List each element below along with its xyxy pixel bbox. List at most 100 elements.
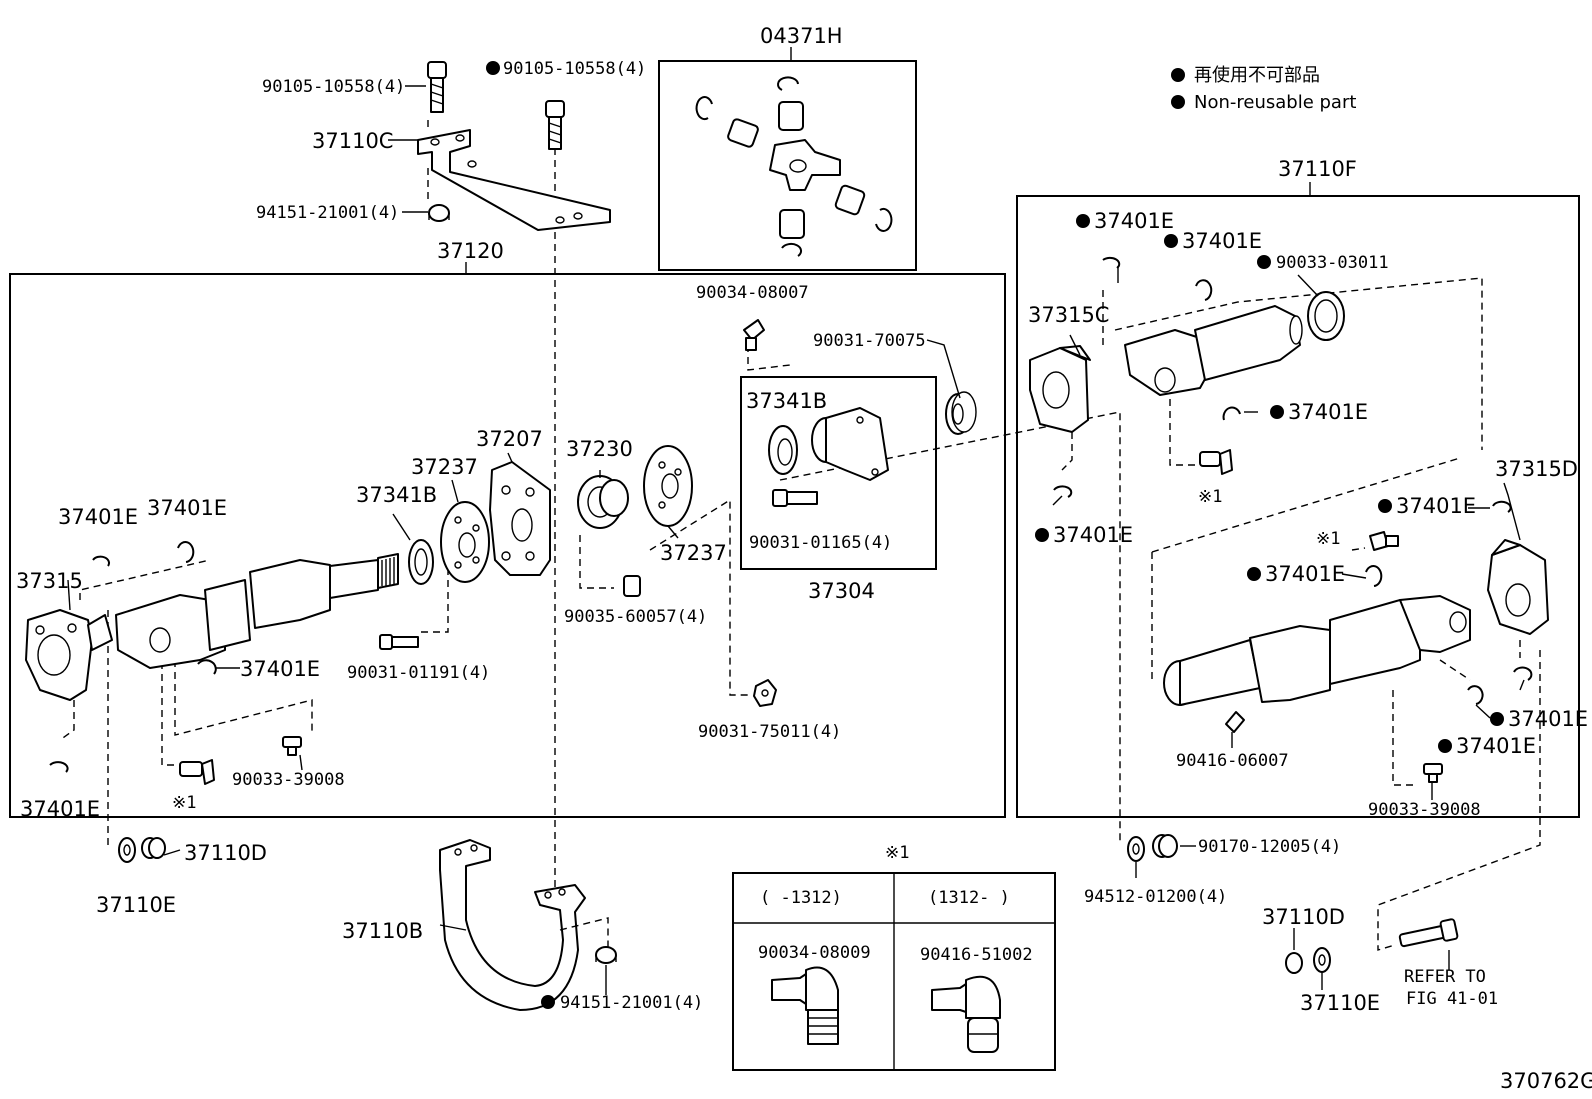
rear-shaft-tube-icon xyxy=(1163,595,1471,706)
flange-icon xyxy=(643,445,693,527)
snap-ring-icon xyxy=(197,659,217,675)
part-label: 37401E xyxy=(1094,209,1174,233)
part-label: 90105-10558(4) xyxy=(503,59,646,79)
part-label: 37401E xyxy=(1182,229,1262,253)
part-label: 90031-01165(4) xyxy=(749,533,892,553)
part-label: 37401E xyxy=(147,496,227,520)
note-col1-range: ( -1312) xyxy=(760,888,842,908)
part-label: 90031-75011(4) xyxy=(698,722,841,742)
snap-ring-icon xyxy=(1492,500,1512,513)
part-label: 90034-08007 xyxy=(696,283,809,303)
bracket-c-icon xyxy=(417,129,611,231)
yoke-flange-left-icon xyxy=(25,609,113,701)
washer-icon xyxy=(1127,836,1145,862)
grease-fitting-icon xyxy=(1225,711,1245,733)
box-label-spider-kit: 04371H xyxy=(760,24,843,48)
grease-fitting-icon xyxy=(743,319,765,351)
legend-english: Non-reusable part xyxy=(1194,92,1356,113)
legend-japanese: 再使用不可部品 xyxy=(1194,65,1320,86)
part-label: 37401E xyxy=(1508,707,1588,731)
part-label: 37230 xyxy=(566,437,633,461)
grommet-icon xyxy=(945,391,977,435)
legend-dot-icon xyxy=(1171,68,1185,82)
part-label: 37401E xyxy=(1265,562,1345,586)
bolt-icon xyxy=(379,634,419,650)
legend-dot-icon xyxy=(1171,95,1185,109)
figure-id: 370762G xyxy=(1500,1069,1592,1093)
spacer-e-icon xyxy=(1313,947,1331,973)
yoke-flange-c-icon xyxy=(1029,345,1091,433)
bolt-icon xyxy=(545,100,565,150)
rear-shaft-icon xyxy=(1124,305,1303,396)
snap-ring-icon xyxy=(92,555,110,567)
refer-text-line2: FIG 41-01 xyxy=(1406,989,1498,1009)
box-label-note: ※1 xyxy=(885,843,909,863)
plug-icon xyxy=(282,736,302,756)
snap-ring-icon xyxy=(1102,256,1121,269)
spider-kit-box xyxy=(658,60,917,271)
part-label: 90033-39008 xyxy=(232,770,345,790)
seal-ring-icon xyxy=(1307,291,1345,341)
refer-text-line1: REFER TO xyxy=(1404,967,1486,987)
note-col2-part: 90416-51002 xyxy=(920,945,1033,965)
part-label: 37401E xyxy=(1053,523,1133,547)
part-label: 37110E xyxy=(96,893,176,917)
part-label: 37237 xyxy=(660,541,727,565)
front-shaft-box xyxy=(9,273,1006,818)
bearing-icon xyxy=(577,475,629,529)
snap-ring-icon xyxy=(177,541,195,563)
snap-ring-icon xyxy=(49,761,69,773)
grease-fitting-icon xyxy=(771,966,839,1045)
grease-fitting-icon xyxy=(1369,531,1399,551)
washer-icon xyxy=(428,204,450,222)
spacer-d-icon xyxy=(141,837,166,859)
snap-ring-icon xyxy=(1365,565,1383,587)
snap-ring-icon xyxy=(1195,279,1213,301)
snap-ring-icon xyxy=(1513,666,1533,681)
note-mark: ※1 xyxy=(172,793,196,813)
box-label-front-shaft: 37120 xyxy=(437,239,504,263)
part-label: 90033-39008 xyxy=(1368,800,1481,820)
note-col1-part: 90034-08009 xyxy=(758,943,871,963)
pin-icon xyxy=(623,575,641,597)
part-label: 37110D xyxy=(1262,905,1345,929)
note-mark: ※1 xyxy=(1198,487,1222,507)
rear-shaft-box xyxy=(1016,195,1580,818)
grease-fitting-icon xyxy=(931,975,1001,1053)
part-label: 90031-01191(4) xyxy=(347,663,490,683)
part-label: 37237 xyxy=(411,455,478,479)
part-label: 37341B xyxy=(746,389,827,413)
snap-ring-icon xyxy=(1467,685,1484,705)
bracket-b-icon xyxy=(439,839,586,1011)
seal-icon xyxy=(408,539,434,585)
nut-icon xyxy=(753,679,777,707)
part-label: 37315 xyxy=(16,569,83,593)
part-label: 90105-10558(4) xyxy=(262,77,405,97)
part-label: 90416-06007 xyxy=(1176,751,1289,771)
part-label: 37401E xyxy=(240,657,320,681)
bearing-housing-icon xyxy=(811,407,889,481)
part-label: 37401E xyxy=(58,505,138,529)
snap-ring-icon xyxy=(1222,406,1241,421)
part-label: 37110B xyxy=(342,919,423,943)
part-label: 94151-21001(4) xyxy=(560,993,703,1013)
part-label: 90170-12005(4) xyxy=(1198,837,1341,857)
grease-fitting-icon xyxy=(1199,449,1233,475)
box-label-bearing-kit: 37304 xyxy=(808,579,875,603)
part-label: 37207 xyxy=(476,427,543,451)
part-label: 37401E xyxy=(1288,400,1368,424)
part-label: 90031-70075 xyxy=(813,331,926,351)
bearing-kit-box xyxy=(740,376,937,570)
note-col2-range: (1312- ) xyxy=(928,888,1010,908)
snap-ring-icon xyxy=(1053,485,1073,498)
grease-fitting-icon xyxy=(179,759,215,785)
front-shaft-icon xyxy=(115,553,399,669)
nut-icon xyxy=(1152,834,1178,858)
center-support-icon xyxy=(489,461,551,576)
part-label: 94512-01200(4) xyxy=(1084,887,1227,907)
note-mark: ※1 xyxy=(1316,529,1340,549)
part-label: 37401E xyxy=(1456,734,1536,758)
part-label: 94151-21001(4) xyxy=(256,203,399,223)
part-label: 37110C xyxy=(312,129,393,153)
